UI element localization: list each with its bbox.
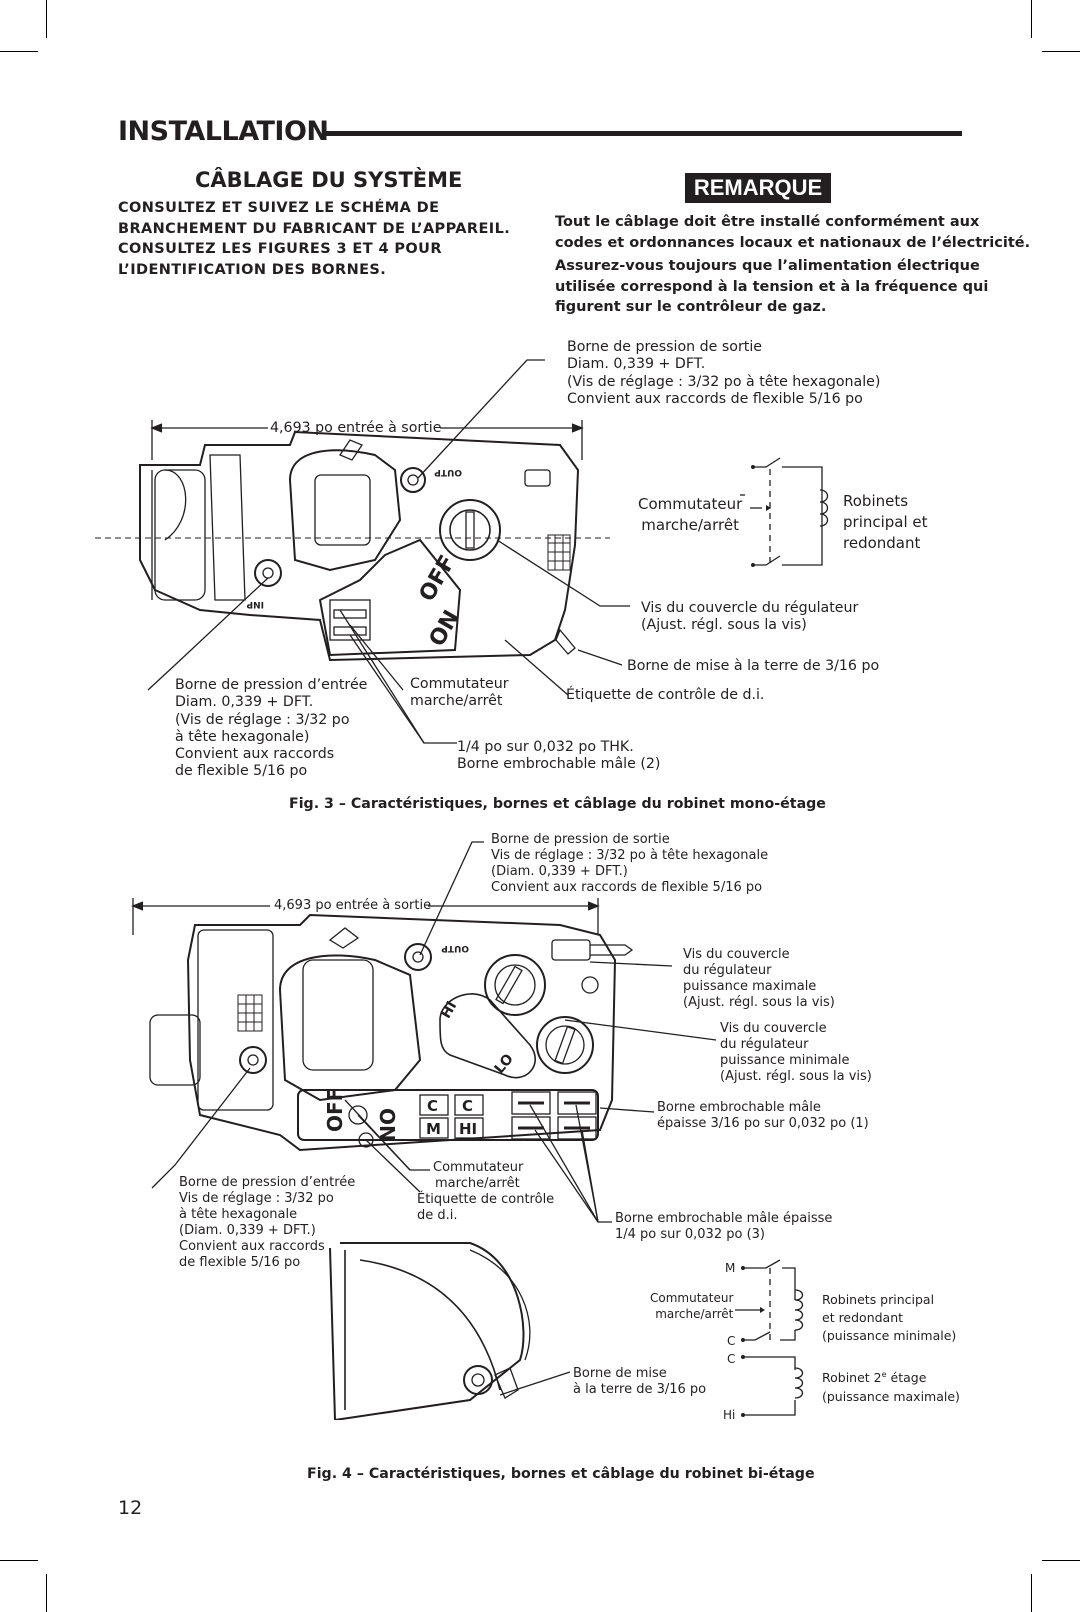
note-badge: REMARQUE [685,173,831,203]
fig3-caption: Fig. 3 – Caractéristiques, bornes et câb… [289,796,826,812]
schematic-hi-label: Hi [723,1408,736,1422]
section-title: CÂBLAGE DU SYSTÈME [195,168,463,192]
fig3-terminal-label: 1/4 po sur 0,032 po THK. Borne embrochab… [457,739,661,773]
instructions: CONSULTEZ ET SUIVEZ LE SCHÉMA DE BRANCHE… [118,198,510,280]
fig3-ground-label: Borne de mise à la terre de 3/16 po [627,658,880,674]
note-line: Tout le câblage doit être installé confo… [555,214,980,230]
fig4-outlet-label: Borne de pression de sortie Vis de régla… [491,832,769,895]
crop-mark [46,1574,47,1612]
fig4-mark-on: ON [375,1108,399,1142]
fig4-mark-lo: LO [491,1051,516,1077]
fig4-caption: Fig. 4 – Caractéristiques, bornes et câb… [307,1466,815,1482]
schematic-m-label: M [725,1261,736,1275]
crop-mark [1042,51,1080,52]
fig4-mark-hi: HI [438,999,460,1022]
fig4-thick-terminal-3-label: Borne embrochable mâle épaisse 1/4 po su… [615,1211,833,1242]
page-number: 12 [118,1497,143,1519]
fig3-mark-inp: INP [246,599,264,609]
fig4-inlet-label: Borne de pression d’entrée Vis de réglag… [179,1175,356,1270]
schematic-c1-label: C [727,1334,736,1348]
instruction-line: CONSULTEZ ET SUIVEZ LE SCHÉMA DE [118,200,440,216]
schematic-c2-label: C [727,1352,736,1366]
crop-mark [0,1560,38,1561]
note-line: Assurez-vous toujours que l’alimentation… [555,258,980,274]
fig4-mark-c: C [462,1097,473,1115]
crop-mark [46,0,47,38]
fig3-inlet-label: Borne de pression d’entrée Diam. 0,339 +… [175,677,368,780]
fig4-di-label: Étiquette de contrôle de d.i. [417,1192,555,1223]
fig3-di-label: Étiquette de contrôle de d.i. [566,687,765,703]
fig3-switch-label: Commutateur marche/arrêt [638,495,743,534]
crop-mark [1042,1560,1080,1561]
schematic-switch-label: Commutateur marche/arrêt [650,1291,734,1321]
schematic-valves-min-label: Robinets principal et redondant (puissan… [822,1292,957,1343]
fig3-outlet-label: Borne de pression de sortie Diam. 0,339 … [567,339,881,407]
fig4-mark-m: M [426,1120,441,1138]
fig4-switch-label: Commutateur marche/arrêt [433,1160,524,1191]
fig3-mark-off: OFF [415,551,461,606]
crop-mark [1031,1574,1032,1612]
fig4-reg-min-label: Vis du couvercle du régulateur puissance… [720,1021,872,1084]
fig4-mark-c: C [427,1097,438,1115]
fig4-dimension-label: 4,693 po entrée à sortie [272,898,434,914]
fig3-mark-outp: OUTP [434,467,462,477]
instruction-line: L’IDENTIFICATION DES BORNES. [118,261,387,278]
fig4-mark-off: OFF [323,1088,347,1132]
note-line: codes et ordonnances locaux et nationaux… [555,234,1031,251]
crop-mark [1031,0,1032,38]
instruction-line: BRANCHEMENT DU FABRICANT DE L’APPAREIL. [118,220,511,237]
fig4-valve-diagram: OUTP HI LO OFF ON C C M HI [131,841,804,1420]
instruction-line: CONSULTEZ LES FIGURES 3 ET 4 POUR [118,241,442,257]
title-rule [322,131,962,136]
schematic-stage2-label: Robinet 2e étage (puissance maximale) [822,1370,960,1405]
note-line: figurent sur le contrôleur de gaz. [555,299,827,315]
fig4-ground-label: Borne de mise à la terre de 3/16 po [573,1366,707,1397]
fig4-reg-max-label: Vis du couvercle du régulateur puissance… [683,947,835,1010]
fig3-valve-diagram: INP OUTP OFF ON [95,359,829,744]
fig3-switch-bottom-label: Commutateur marche/arrêt [410,676,509,710]
fig4-thick-terminal-1-label: Borne embrochable mâle épaisse 3/16 po s… [657,1100,869,1131]
crop-mark [0,51,38,52]
fig3-regulator-label: Vis du couvercle du régulateur (Ajust. r… [641,600,859,634]
fig4-mark-outp: OUTP [441,943,469,953]
fig3-valves-label: Robinets principal et redondant [843,492,928,552]
fig4-mark-hi: HI [459,1120,477,1138]
note-body: Tout le câblage doit être installé confo… [555,212,1030,318]
page-title: INSTALLATION [118,116,329,147]
note-line: utilisée correspond à la tension et à la… [555,278,989,295]
